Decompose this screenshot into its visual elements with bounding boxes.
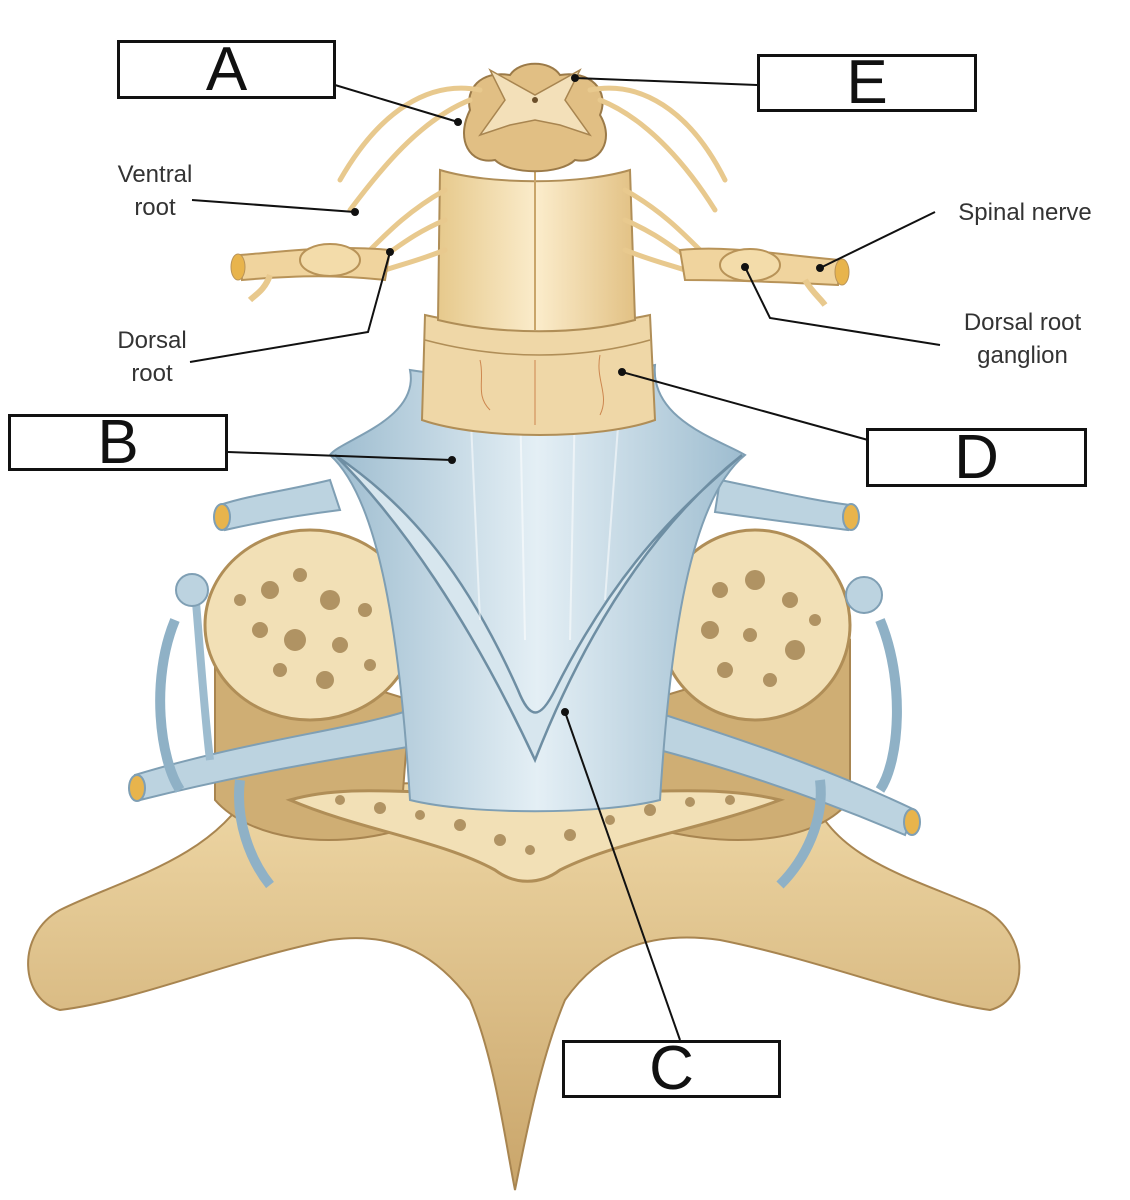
spinal-nerve-left — [230, 243, 392, 303]
leader-line-d — [621, 371, 869, 441]
leader-line-b — [227, 451, 453, 461]
vertebra-arch — [27, 781, 1021, 1191]
dorsal-root-ganglion-left — [299, 243, 361, 277]
leader-line-spinal-nerve — [819, 211, 936, 269]
meningeal-sleeves — [128, 478, 921, 889]
label-box-c: C — [562, 1038, 781, 1100]
leader-line-c — [564, 711, 681, 1041]
cord-column — [436, 168, 637, 333]
dural-sac — [328, 363, 747, 813]
ventral-root-label: Ventral root — [117, 161, 193, 221]
label-box-a: A — [117, 38, 336, 100]
dorsal-root-label: Dorsal root — [117, 327, 187, 387]
leader-line-a — [334, 84, 459, 123]
spinal-nerve-label: Spinal nerve — [958, 199, 1092, 226]
dura-mater — [328, 363, 747, 813]
spinal-nerve-right — [678, 247, 850, 307]
label-box-e: E — [757, 52, 977, 114]
spinal-cord — [420, 62, 657, 436]
leader-line-e — [574, 77, 758, 86]
leader-line-ganglion — [744, 266, 941, 346]
label-box-b: B — [8, 411, 228, 473]
leader-lines — [189, 74, 941, 1041]
leader-line-ventral-root — [191, 199, 356, 213]
vertebra — [27, 528, 1021, 1191]
arachnoid-flap — [334, 453, 743, 764]
leader-line-dorsal-root — [189, 251, 391, 363]
label-box-d: D — [866, 426, 1087, 488]
dorsal-root-ganglion-label: Dorsal root ganglion — [963, 309, 1082, 369]
dorsal-root-ganglion-right — [719, 248, 781, 282]
